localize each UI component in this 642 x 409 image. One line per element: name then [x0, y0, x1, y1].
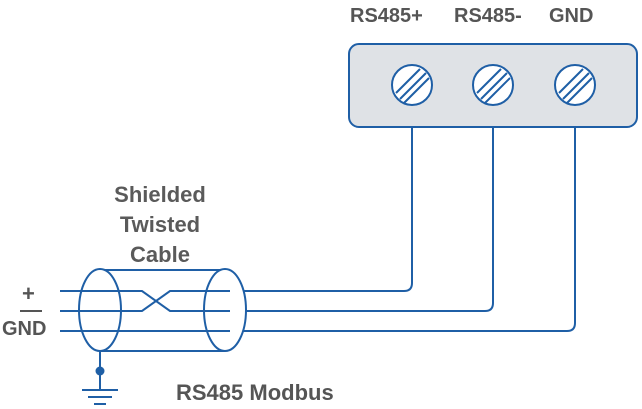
rs485-minus-label: RS485- [454, 5, 522, 27]
rs485-modbus-label: RS485 Modbus [176, 380, 334, 405]
wire-rs485-plus [230, 127, 413, 292]
plus-symbol: + [22, 281, 35, 306]
rs485-plus-label: RS485+ [350, 5, 423, 27]
screw-terminal-gnd [554, 64, 596, 106]
gnd-left-label: GND [2, 318, 47, 340]
twisted-pair [60, 290, 230, 332]
screw-terminal-rs485-minus [472, 64, 514, 106]
cable-label-line-3: Cable [130, 242, 190, 267]
wire-rs485-minus [230, 127, 494, 312]
cable-label-line-1: Shielded [114, 182, 206, 207]
ground-icon [82, 351, 118, 405]
wire-gnd [230, 127, 576, 332]
cable-label-line-2: Twisted [119, 212, 201, 237]
screw-terminal-rs485-plus [391, 64, 433, 106]
gnd-terminal-label: GND [549, 5, 594, 27]
